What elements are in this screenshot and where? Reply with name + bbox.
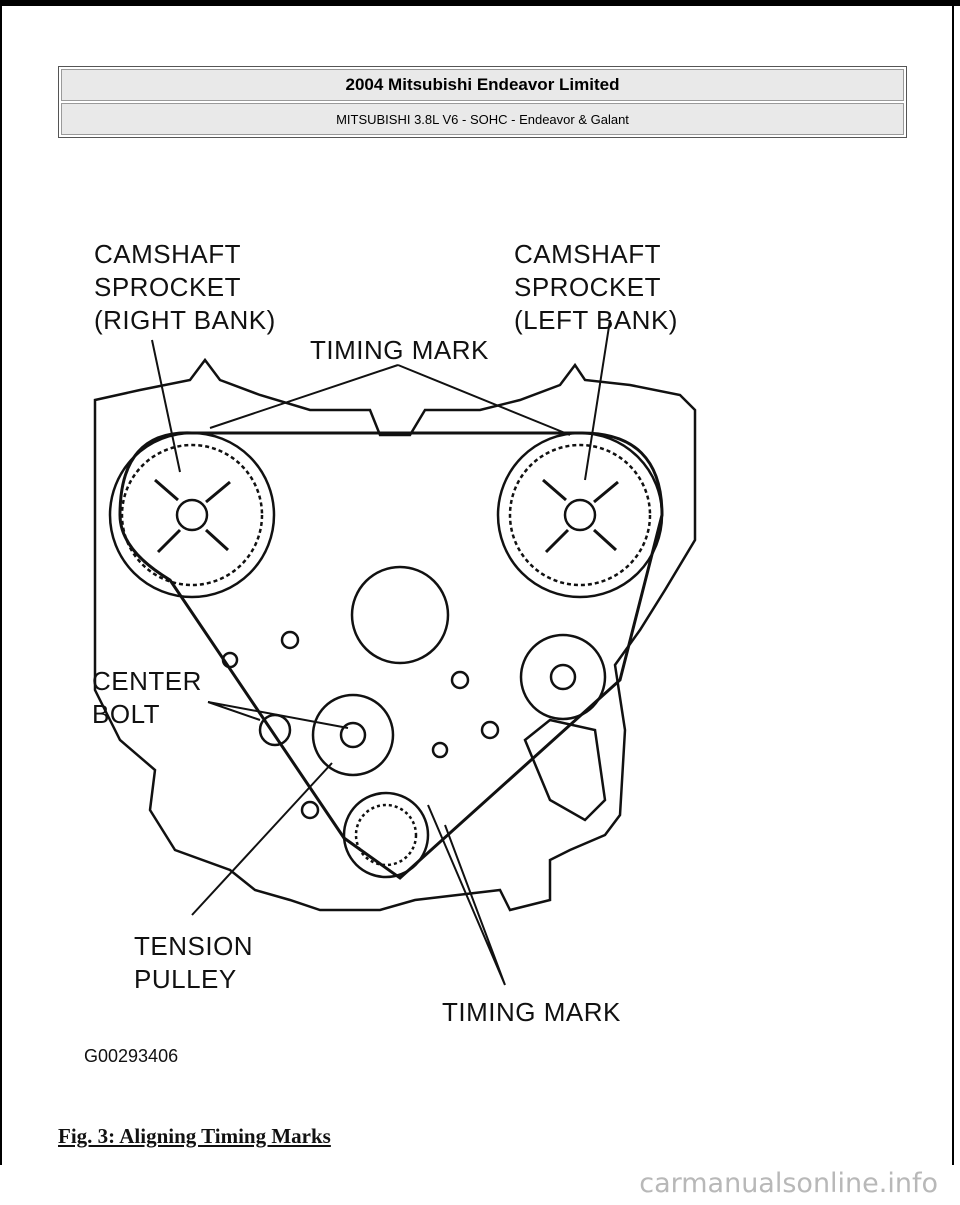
label-camshaft-sprocket-right-bank: CAMSHAFT SPROCKET (RIGHT BANK) xyxy=(94,239,276,335)
document-subtitle: MITSUBISHI 3.8L V6 - SOHC - Endeavor & G… xyxy=(61,103,904,135)
page-border-top xyxy=(0,0,960,6)
label-camshaft-sprocket-left-bank: CAMSHAFT SPROCKET (LEFT BANK) xyxy=(514,239,678,335)
timing-marks-figure: CAMSHAFT SPROCKET (RIGHT BANK) CAMSHAFT … xyxy=(80,210,720,1100)
figure-code: G00293406 xyxy=(84,1046,179,1066)
engine-timing-diagram xyxy=(93,319,697,986)
label-timing-mark-top: TIMING MARK xyxy=(310,335,489,365)
page-border-left xyxy=(0,0,2,1165)
watermark: carmanualsonline.info xyxy=(639,1168,938,1199)
label-tension-pulley: TENSION PULLEY xyxy=(134,931,254,994)
label-timing-mark-bottom: TIMING MARK xyxy=(442,997,621,1027)
figure-caption: Fig. 3: Aligning Timing Marks xyxy=(58,1124,331,1148)
document-title: 2004 Mitsubishi Endeavor Limited xyxy=(61,69,904,101)
document-header: 2004 Mitsubishi Endeavor Limited MITSUBI… xyxy=(58,66,907,138)
label-center-bolt: CENTER BOLT xyxy=(92,666,202,729)
page-border-right xyxy=(952,0,954,1165)
